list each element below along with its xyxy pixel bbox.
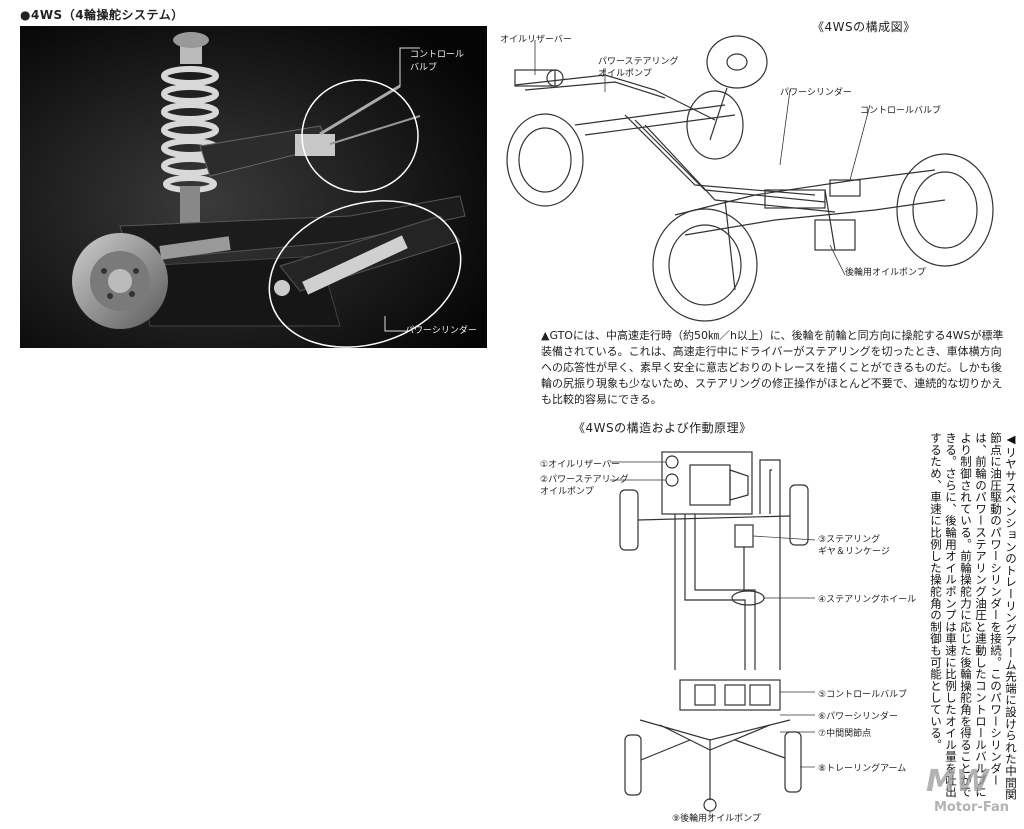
suspension-photo: コントロール バルブ パワーシリンダー: [20, 26, 487, 348]
label-9-rear-oil-pump: ⑨後輪用オイルポンプ: [672, 814, 761, 824]
label-4-steering-wheel: ④ステアリングホイール: [818, 595, 917, 605]
gto-caption: ▲GTOには、中高速走行時（約50㎞／h以上）に、後輪を前輪と同方向に操舵する4…: [541, 329, 1004, 406]
structure-diagram-title: 《4WSの構造および作動原理》: [573, 421, 752, 435]
label-ps-oil-pump: パワーステアリング オイルポンプ: [598, 57, 679, 79]
config-diagram: [506, 35, 994, 322]
label-control-valve: コントロール バルブ: [410, 50, 465, 73]
label-7-intermediate-joint: ⑦中間関節点: [818, 729, 872, 739]
label-power-cylinder: パワーシリンダー: [405, 326, 477, 336]
vertical-explanation-text: ◀リヤサスペンションのトレーリングアーム先端に設けられた中間関節点に油圧駆動のパ…: [929, 432, 1018, 801]
label-power-cylinder-config: パワーシリンダー: [780, 88, 852, 98]
label-8-trailing-arm: ⑧トレーリングアーム: [818, 764, 907, 774]
config-diagram-title: 《4WSの構成図》: [812, 20, 916, 34]
label-oil-reservoir: オイルリザーバー: [500, 35, 572, 45]
label-control-valve-config: コントロールバルブ: [860, 106, 942, 116]
label-1-oil-reservoir: ①オイルリザーバー: [540, 460, 620, 470]
photo-section-title: ●4WS（4輪操舵システム）: [20, 8, 184, 22]
watermark-text: Motor-Fan: [934, 800, 1009, 815]
label-3-steering-gear: ③ステアリング ギヤ＆リンケージ: [818, 535, 890, 557]
label-6-power-cylinder: ⑥パワーシリンダー: [818, 712, 898, 722]
suspension-photo-graphic: [20, 26, 487, 348]
label-5-control-valve: ⑤コントロールバルブ: [818, 690, 908, 700]
label-rear-oil-pump-config: 後輪用オイルポンプ: [845, 268, 926, 278]
label-2-ps-oil-pump: ②パワーステアリング オイルポンプ: [540, 475, 629, 497]
watermark-logo: MW: [926, 764, 989, 799]
structure-diagram: [610, 451, 816, 818]
